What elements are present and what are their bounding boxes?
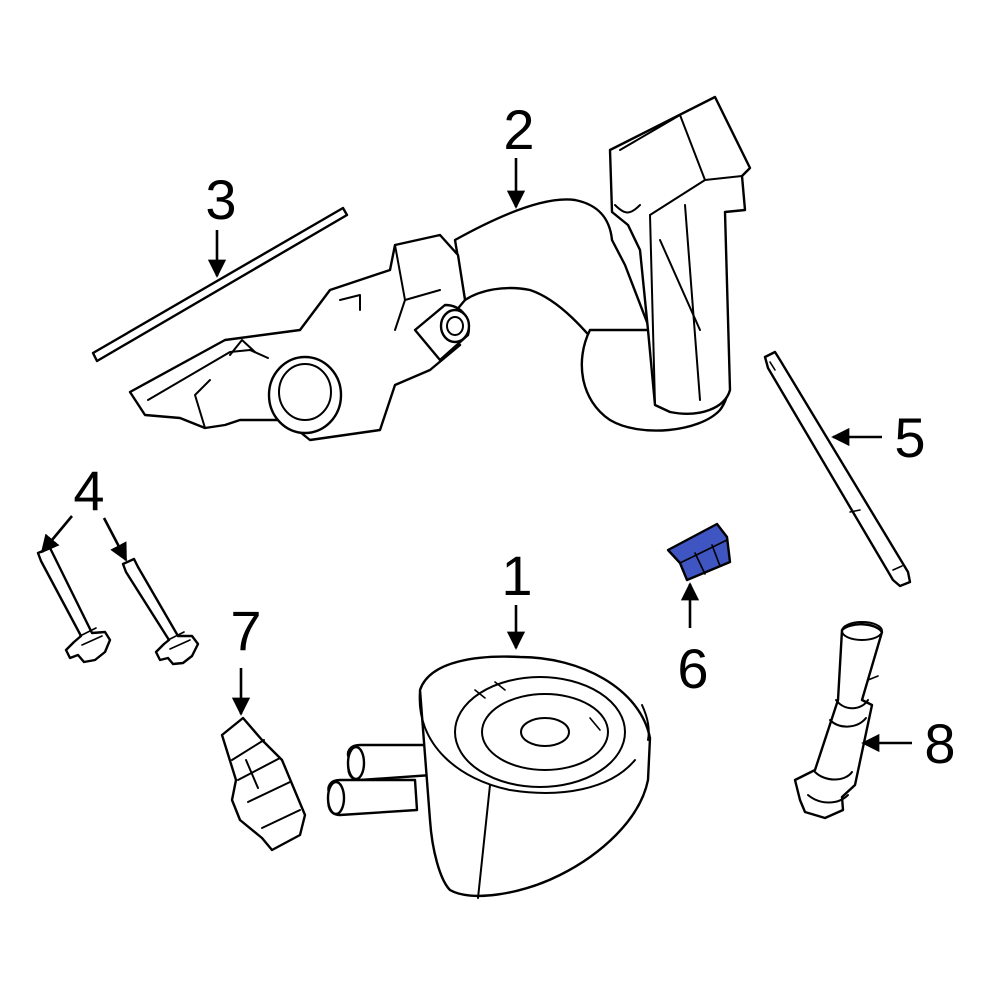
callout-5-label: 5: [894, 406, 925, 469]
callout-4-arrow-right: [102, 517, 128, 562]
long-stud: [763, 350, 912, 588]
oil-filter-housing: [128, 95, 752, 442]
callout-4-arrow-left: [40, 515, 73, 554]
callout-1-label: 1: [501, 544, 532, 607]
callout-arrows: [40, 158, 912, 753]
pipe-fitting: [793, 621, 884, 820]
sensor: [220, 716, 307, 852]
callout-labels: 1 2 3 4 5 6 7 8: [73, 98, 955, 775]
callout-3-label: 3: [205, 168, 236, 231]
gasket-strip: [91, 206, 349, 363]
callout-6-label: 6: [677, 637, 708, 700]
oil-cooler: [326, 655, 652, 899]
bolt-left: [36, 546, 112, 664]
callout-4-label: 4: [73, 459, 104, 522]
callout-2-label: 2: [503, 98, 534, 161]
callout-7-label: 7: [230, 599, 261, 662]
bolt-right: [121, 557, 200, 666]
highlighted-fitting: [666, 522, 732, 582]
callout-8-label: 8: [924, 712, 955, 775]
